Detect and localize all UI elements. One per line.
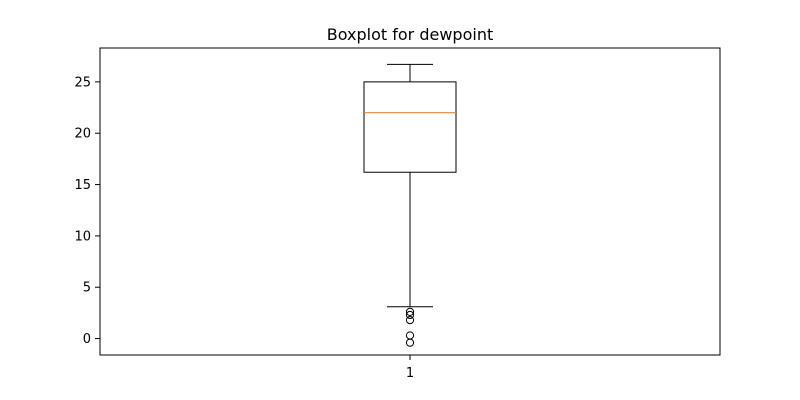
y-tick-label: 5 bbox=[83, 281, 91, 296]
outlier-point bbox=[405, 307, 415, 316]
iqr-box bbox=[363, 81, 457, 173]
x-tick-label: 1 bbox=[406, 366, 414, 381]
y-tick-label: 10 bbox=[74, 229, 91, 244]
y-tick-label: 25 bbox=[74, 75, 91, 90]
outlier-point bbox=[405, 338, 415, 347]
plot-frame bbox=[99, 47, 721, 356]
y-tick-label: 20 bbox=[74, 127, 91, 142]
y-tick-label: 0 bbox=[83, 332, 91, 347]
outlier-point bbox=[405, 315, 415, 325]
x-axis: 1 bbox=[406, 355, 414, 381]
outlier-point bbox=[405, 331, 415, 340]
plot-marks bbox=[363, 63, 457, 347]
outlier-point bbox=[405, 310, 415, 320]
y-axis: 0 5 10 15 20 25 bbox=[74, 75, 100, 347]
y-tick-label: 15 bbox=[74, 178, 91, 193]
chart-title: Boxplot for dewpoint bbox=[327, 25, 493, 44]
